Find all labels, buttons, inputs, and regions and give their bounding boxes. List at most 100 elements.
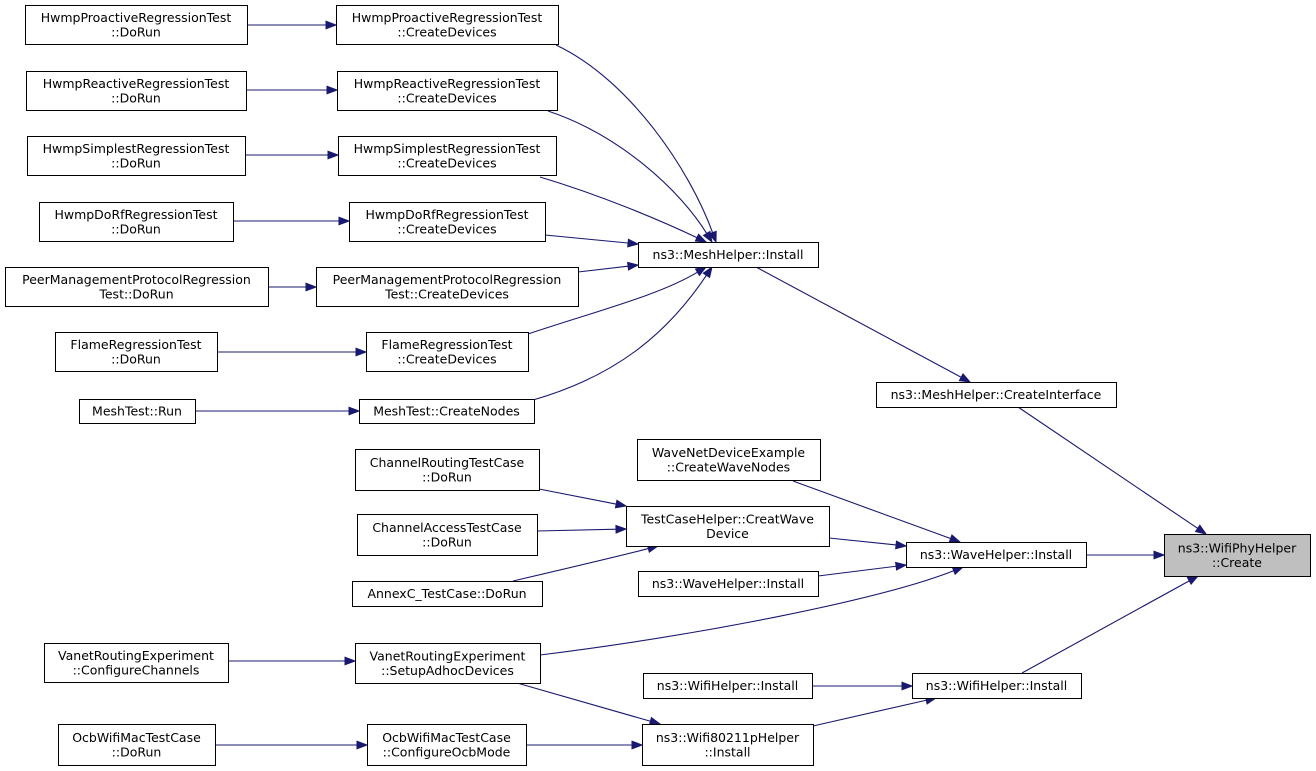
node-box[interactable] [357,514,538,556]
edge-line [516,682,652,723]
node-label: HwmpSimplestRegressionTest [43,141,230,156]
node-label: ::ConfigureOcbMode [383,744,511,759]
node-label: ::DoRun [111,351,161,366]
node-box[interactable] [912,673,1082,699]
node-box[interactable] [26,71,247,111]
node-label: HwmpDoRfRegressionTest [365,207,528,222]
node-n6[interactable]: HwmpSimplestRegressionTest::CreateDevice… [338,136,557,176]
node-box[interactable] [58,724,216,766]
node-n9[interactable]: PeerManagementProtocolRegressionTest::Do… [5,267,269,307]
node-box[interactable] [338,136,557,176]
node-n19[interactable]: ChannelAccessTestCase::DoRun [357,514,538,556]
node-box[interactable] [366,332,529,372]
node-label: HwmpDoRfRegressionTest [54,207,217,222]
node-label: ::DoRun [112,744,162,759]
node-n22[interactable]: ns3::WaveHelper::Install [906,542,1087,568]
node-label: ns3::WifiHelper::Install [926,678,1067,693]
node-n31[interactable]: ns3::Wifi80211pHelper::Install [642,724,814,766]
arrowhead-icon [348,406,361,416]
node-label: MeshTest::CreateNodes [373,404,520,419]
node-n14[interactable]: MeshTest::CreateNodes [359,399,535,424]
node-label: FlameRegressionTest [70,337,201,352]
node-box[interactable] [79,399,196,424]
node-box[interactable] [643,673,813,699]
node-box[interactable] [55,332,218,372]
node-n23[interactable]: ns3::WaveHelper::Install [638,571,819,597]
node-n17[interactable]: ChannelRoutingTestCase::DoRun [355,449,540,491]
node-label: HwmpProactiveRegressionTest [352,10,543,25]
node-box[interactable] [27,136,246,176]
node-n15[interactable]: ns3::MeshHelper::Install [638,242,819,268]
node-label: ::SetupAdhocDevices [381,663,514,678]
node-n16[interactable]: ns3::MeshHelper::CreateInterface [876,382,1117,408]
arrowhead-icon [951,566,965,576]
node-n11[interactable]: FlameRegressionTest::DoRun [55,332,218,372]
node-label: ::CreateWaveNodes [667,459,790,474]
node-n8[interactable]: HwmpDoRfRegressionTest::CreateDevices [349,202,546,242]
node-n28[interactable]: ns3::WifiHelper::Install [912,673,1082,699]
node-box[interactable] [337,71,558,111]
edge-n15-to-n16 [755,266,972,383]
node-box[interactable] [352,581,543,607]
edge-line [536,528,618,532]
node-n1[interactable]: HwmpProactiveRegressionTest::DoRun [25,5,248,45]
node-n2[interactable]: HwmpProactiveRegressionTest::CreateDevic… [336,5,559,45]
node-n30[interactable]: OcbWifiMacTestCase::ConfigureOcbMode [367,724,527,766]
node-box[interactable] [876,382,1117,408]
node-box[interactable] [316,267,579,307]
node-label: ns3::WifiHelper::Install [657,678,798,693]
node-label: ::CreateDevices [397,221,496,236]
node-box[interactable] [44,643,229,683]
node-box[interactable] [25,5,248,45]
node-box[interactable] [349,202,546,242]
edge-n6-to-n15 [539,176,708,243]
node-label: ::ConfigureChannels [73,662,200,677]
node-box[interactable] [39,202,234,242]
node-label: ChannelAccessTestCase [372,520,522,535]
node-n10[interactable]: PeerManagementProtocolRegressionTest::Cr… [316,267,579,307]
node-box[interactable] [336,5,559,45]
node-n7[interactable]: HwmpDoRfRegressionTest::DoRun [39,202,234,242]
node-box[interactable] [638,571,819,597]
edge-line [547,110,708,235]
edge-line [828,537,898,546]
node-n24[interactable]: ns3::WifiPhyHelper::Create [1164,534,1311,577]
node-n4[interactable]: HwmpReactiveRegressionTest::CreateDevice… [337,71,558,111]
node-box[interactable] [5,267,269,307]
node-label: ::Create [1212,555,1262,570]
edge-n23-to-n22 [817,561,908,577]
edge-n29-to-n30 [215,740,369,750]
node-box[interactable] [638,242,819,268]
node-box[interactable] [1164,534,1311,577]
node-box[interactable] [642,724,814,766]
edge-n7-to-n8 [233,216,351,226]
arrowhead-icon [627,261,640,271]
node-box[interactable] [359,399,535,424]
node-label: ChannelRoutingTestCase [370,455,525,470]
node-box[interactable] [355,449,540,491]
node-label: ns3::Wifi80211pHelper [656,730,800,745]
node-n21[interactable]: AnnexC_TestCase::DoRun [352,581,543,607]
node-n13[interactable]: MeshTest::Run [79,399,196,424]
node-n27[interactable]: ns3::WifiHelper::Install [643,673,813,699]
node-n3[interactable]: HwmpReactiveRegressionTest::DoRun [26,71,247,111]
node-box[interactable] [626,506,830,547]
node-n29[interactable]: OcbWifiMacTestCase::DoRun [58,724,216,766]
node-n26[interactable]: VanetRoutingExperiment::SetupAdhocDevice… [355,643,541,684]
node-label: Test::DoRun [98,286,173,301]
edge-line [1017,406,1199,530]
node-box[interactable] [367,724,527,766]
node-n5[interactable]: HwmpSimplestRegressionTest::DoRun [27,136,246,176]
edge-n3-to-n4 [246,85,339,95]
edge-line [512,547,650,582]
node-label: ::Install [704,744,750,759]
node-n12[interactable]: FlameRegressionTest::CreateDevices [366,332,529,372]
node-box[interactable] [906,542,1087,568]
node-label: HwmpReactiveRegressionTest [43,76,230,91]
edge-n28-to-n24 [1021,575,1200,674]
node-n18[interactable]: WaveNetDeviceExample::CreateWaveNodes [637,439,821,481]
node-n25[interactable]: VanetRoutingExperiment::ConfigureChannel… [44,643,229,683]
node-box[interactable] [355,643,541,684]
node-box[interactable] [637,439,821,481]
